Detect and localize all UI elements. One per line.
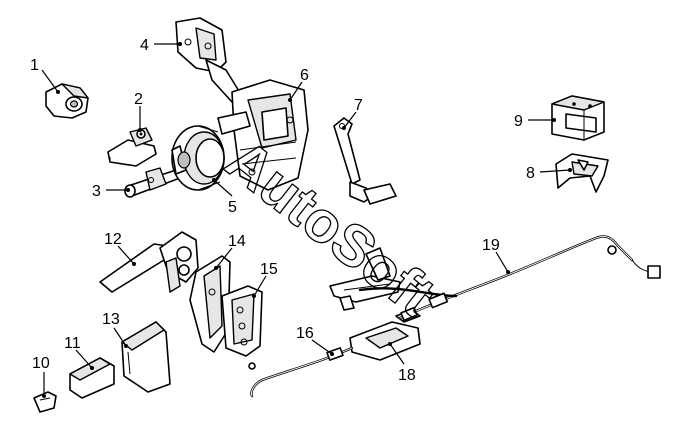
callout-1: 1 xyxy=(30,57,39,74)
callout-3: 3 xyxy=(92,183,101,200)
part-8-module-bracket[interactable] xyxy=(555,153,609,193)
part-5-brake-booster[interactable] xyxy=(171,125,225,191)
callout-19: 19 xyxy=(482,237,500,254)
callout-16: 16 xyxy=(296,325,314,342)
part-7-pedal-arm[interactable] xyxy=(333,117,397,205)
callout-13: 13 xyxy=(102,311,120,328)
part-9-module[interactable] xyxy=(551,95,605,141)
callout-11: 11 xyxy=(64,335,81,352)
part-3-pushrod[interactable] xyxy=(124,167,181,198)
callout-5: 5 xyxy=(228,199,237,216)
callout-14: 14 xyxy=(228,233,246,250)
part-15-switch[interactable] xyxy=(221,285,263,357)
part-11-cover[interactable] xyxy=(69,357,115,399)
callout-9: 9 xyxy=(514,113,523,130)
part-16-cable[interactable] xyxy=(248,346,354,398)
callout-4: 4 xyxy=(140,37,149,54)
part-2-bracket[interactable] xyxy=(107,127,157,167)
callout-8: 8 xyxy=(526,165,535,182)
part-12-bracket[interactable] xyxy=(99,231,199,293)
part-19-cable[interactable] xyxy=(358,235,661,322)
callout-7: 7 xyxy=(354,97,363,114)
part-13-cover[interactable] xyxy=(121,321,171,393)
part-10-clip[interactable] xyxy=(33,391,57,413)
callout-6: 6 xyxy=(300,67,309,84)
part-6-pedal-box[interactable] xyxy=(217,79,309,191)
leader-lines xyxy=(41,42,572,398)
callout-18: 18 xyxy=(398,367,416,384)
callout-labels: 1 2 3 4 5 6 7 8 9 10 11 12 13 14 15 16 1… xyxy=(30,37,535,384)
callout-2: 2 xyxy=(134,91,143,108)
part-1-bushing[interactable] xyxy=(45,83,89,119)
part-4-upper-bracket[interactable] xyxy=(175,17,243,103)
callout-12: 12 xyxy=(104,231,122,248)
callout-15: 15 xyxy=(260,261,278,278)
callout-10: 10 xyxy=(32,355,50,372)
